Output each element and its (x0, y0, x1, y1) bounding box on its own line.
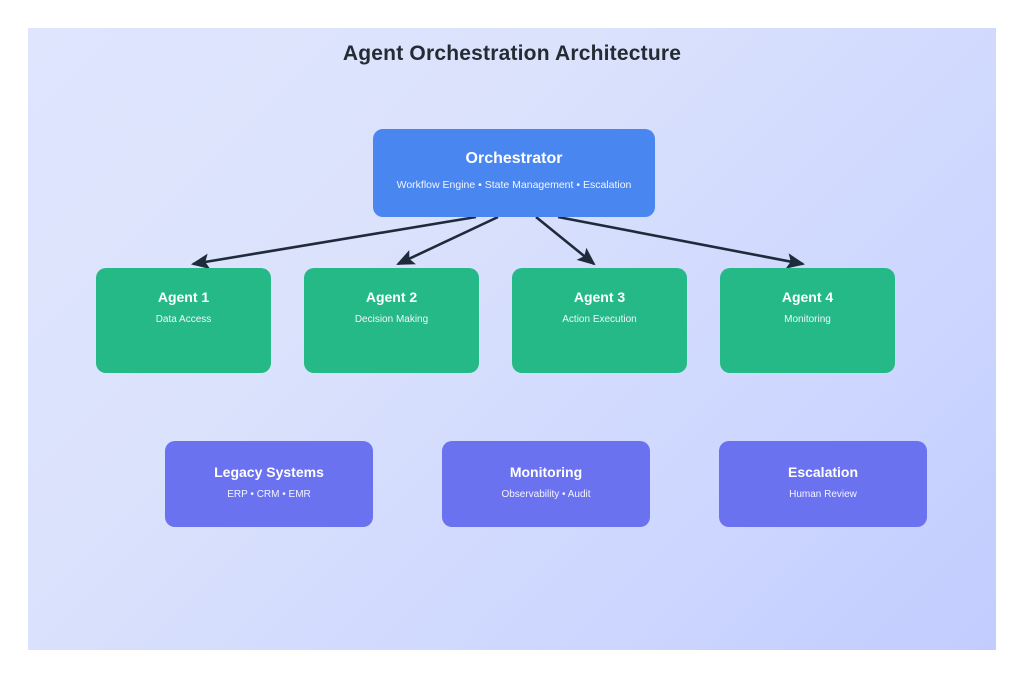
node-agent-1-subtitle: Data Access (155, 314, 212, 326)
node-agent-1-title: Agent 1 (157, 289, 210, 305)
node-agent-4-subtitle: Monitoring (784, 314, 831, 326)
node-agent-2-subtitle: Decision Making (354, 314, 429, 326)
node-legacy-systems[interactable]: Legacy Systems ERP • CRM • EMR (165, 441, 373, 527)
node-agent-3[interactable]: Agent 3 Action Execution (512, 268, 687, 373)
node-agent-3-subtitle: Action Execution (562, 314, 637, 326)
node-escalation[interactable]: Escalation Human Review (719, 441, 927, 527)
node-legacy-systems-title: Legacy Systems (214, 464, 324, 480)
node-agent-1[interactable]: Agent 1 Data Access (96, 268, 271, 373)
node-agent-4-title: Agent 4 (781, 289, 834, 305)
node-orchestrator-subtitle: Workflow Engine • State Management • Esc… (396, 178, 632, 191)
node-escalation-subtitle: Human Review (789, 489, 857, 501)
node-agent-3-title: Agent 3 (573, 289, 626, 305)
connector-orchestrator-agent-1 (190, 215, 477, 270)
node-legacy-systems-subtitle: ERP • CRM • EMR (227, 489, 311, 501)
connector-orchestrator-agent-2 (396, 215, 499, 266)
diagram-canvas: Agent Orchestration Architecture Orchest… (28, 28, 996, 650)
node-agent-2-title: Agent 2 (365, 289, 418, 305)
node-monitoring-title: Monitoring (509, 464, 583, 480)
node-orchestrator-title: Orchestrator (465, 150, 563, 167)
node-monitoring-subtitle: Observability • Audit (501, 489, 591, 501)
node-agent-4[interactable]: Agent 4 Monitoring (720, 268, 895, 373)
node-monitoring[interactable]: Monitoring Observability • Audit (442, 441, 650, 527)
node-escalation-title: Escalation (787, 464, 859, 480)
connector-orchestrator-agent-4 (557, 215, 806, 269)
page-title: Agent Orchestration Architecture (342, 42, 682, 65)
node-orchestrator[interactable]: Orchestrator Workflow Engine • State Man… (373, 129, 655, 217)
node-agent-2[interactable]: Agent 2 Decision Making (304, 268, 479, 373)
connector-orchestrator-agent-3 (535, 215, 596, 266)
